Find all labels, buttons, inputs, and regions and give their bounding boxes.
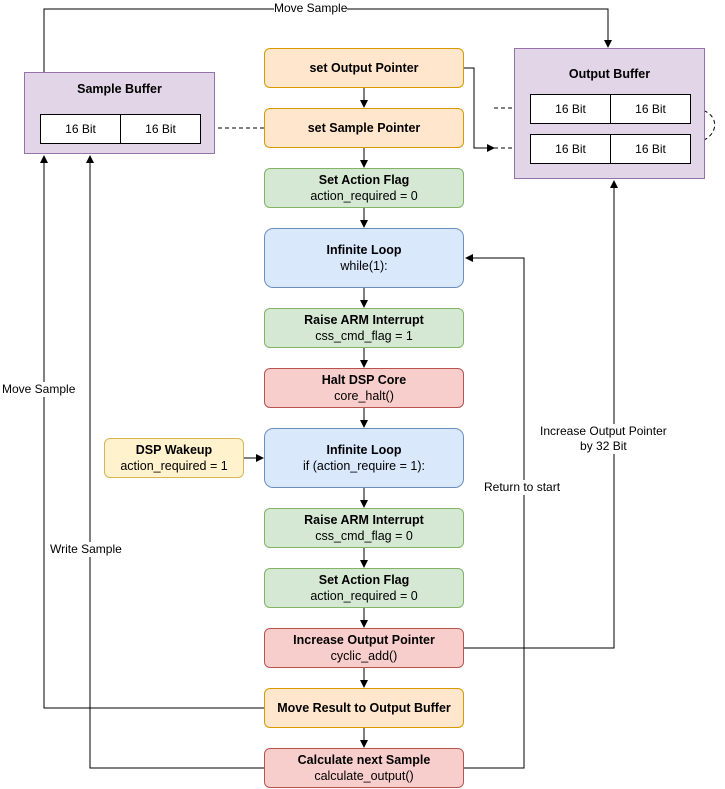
node-subtitle: action_required = 1 [120, 459, 228, 473]
node-set-sample-pointer: set Sample Pointer [264, 108, 464, 148]
node-infinite-loop-1: Infinite Loop while(1): [264, 228, 464, 288]
node-title: Move Result to Output Buffer [277, 701, 451, 715]
node-dsp-wakeup: DSP Wakeup action_required = 1 [104, 438, 244, 478]
node-title: Infinite Loop [326, 443, 402, 457]
edge-move-result-to-sample-buffer [40, 155, 264, 709]
node-title: Infinite Loop [326, 243, 402, 257]
output-buffer-cell: 16 Bit [530, 134, 611, 164]
node-title: Set Action Flag [318, 173, 410, 187]
node-subtitle: while(1): [340, 259, 388, 273]
edge-label-line: Increase Output Pointer [540, 424, 667, 438]
edge-output-pointer-to-buffer [464, 67, 495, 152]
node-title: set Sample Pointer [307, 121, 421, 135]
sample-buffer-cell: 16 Bit [40, 114, 121, 144]
node-subtitle: if (action_require = 1): [303, 459, 425, 473]
output-buffer: Output Buffer 16 Bit 16 Bit 16 Bit 16 Bi… [514, 48, 705, 179]
edge-increase-to-output-buffer [464, 180, 618, 649]
node-raise-arm-interrupt-1: Raise ARM Interrupt css_cmd_flag = 1 [264, 308, 464, 348]
node-set-action-flag-1: Set Action Flag action_required = 0 [264, 168, 464, 208]
node-title: DSP Wakeup [135, 443, 213, 457]
output-buffer-cell: 16 Bit [610, 134, 691, 164]
node-subtitle: action_required = 0 [310, 189, 418, 203]
node-subtitle: core_halt() [334, 389, 394, 403]
node-title: Raise ARM Interrupt [304, 313, 424, 327]
node-set-action-flag-2: Set Action Flag action_required = 0 [264, 568, 464, 608]
node-subtitle: action_required = 0 [310, 589, 418, 603]
edge-label-increase-output-pointer: Increase Output Pointer by 32 Bit [540, 424, 667, 454]
node-title: Set Action Flag [318, 573, 410, 587]
node-increase-output-pointer: Increase Output Pointer cyclic_add() [264, 628, 464, 668]
edge-label-write-sample: Write Sample [50, 542, 122, 557]
node-subtitle: cyclic_add() [330, 649, 398, 663]
edge-label-move-sample-top: Move Sample [274, 1, 348, 16]
node-title: set Output Pointer [309, 61, 419, 75]
node-subtitle: css_cmd_flag = 1 [315, 329, 413, 343]
edge-label-move-sample-left: Move Sample [2, 382, 76, 397]
output-buffer-cell: 16 Bit [610, 94, 691, 124]
node-raise-arm-interrupt-2: Raise ARM Interrupt css_cmd_flag = 0 [264, 508, 464, 548]
sample-buffer-title: Sample Buffer [77, 82, 162, 96]
node-move-result: Move Result to Output Buffer [264, 688, 464, 728]
node-title: Calculate next Sample [297, 753, 431, 767]
edge-label-line: by 32 Bit [580, 439, 627, 453]
node-subtitle: calculate_output() [314, 769, 414, 783]
node-title: Increase Output Pointer [293, 633, 435, 647]
output-buffer-cell: 16 Bit [530, 94, 611, 124]
node-calculate-next-sample: Calculate next Sample calculate_output() [264, 748, 464, 788]
edge-return-to-start [464, 254, 525, 769]
node-subtitle: css_cmd_flag = 0 [315, 529, 413, 543]
node-title: Halt DSP Core [321, 373, 407, 387]
edge-calc-to-sample-buffer [86, 155, 264, 769]
sample-buffer-cell: 16 Bit [120, 114, 201, 144]
sample-buffer: Sample Buffer 16 Bit 16 Bit [24, 72, 215, 154]
node-halt-dsp-core: Halt DSP Core core_halt() [264, 368, 464, 408]
node-set-output-pointer: set Output Pointer [264, 48, 464, 88]
edge-label-return-to-start: Return to start [484, 480, 561, 495]
output-buffer-title: Output Buffer [568, 67, 651, 81]
node-infinite-loop-2: Infinite Loop if (action_require = 1): [264, 428, 464, 488]
node-title: Raise ARM Interrupt [304, 513, 424, 527]
